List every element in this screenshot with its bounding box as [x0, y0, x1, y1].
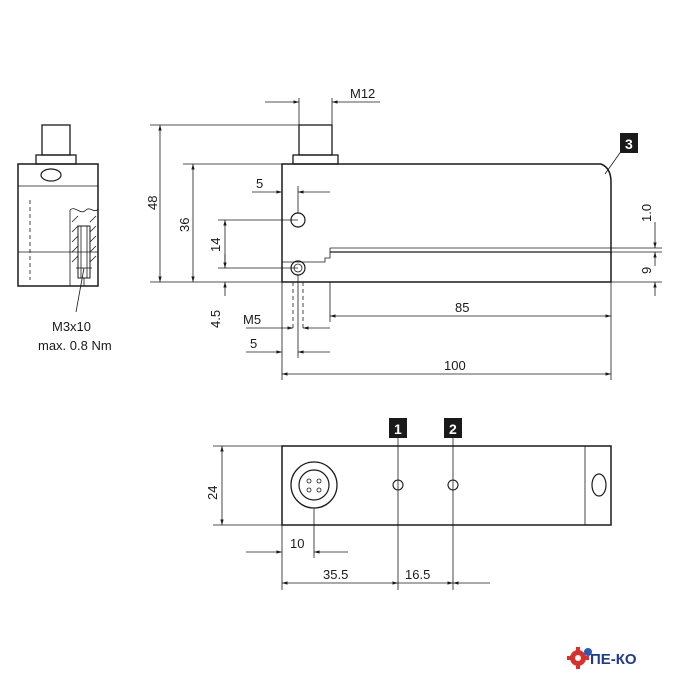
callout-badge-2 [444, 418, 462, 438]
dim-connector-10: 10 [290, 536, 304, 551]
dim-led1-35-5: 35.5 [323, 567, 348, 582]
gear-icon [567, 647, 592, 669]
dim-width-24: 24 [205, 486, 220, 500]
dim-thread-offset-5: 5 [250, 336, 257, 351]
dim-hole-offset-5: 5 [256, 176, 263, 191]
torque-spec-label: max. 0.8 Nm [38, 338, 112, 353]
dim-led-spacing-16-5: 16.5 [405, 567, 430, 582]
top-view: 24 10 35.5 16.5 1 2 [205, 418, 612, 590]
svg-text:3: 3 [625, 136, 633, 152]
end-view: M3x10 max. 0.8 Nm [17, 124, 112, 353]
dim-gap-1-0: 1.0 [639, 204, 654, 222]
dim-thread-m12: M12 [350, 86, 375, 101]
section-hatching [71, 215, 97, 263]
svg-text:1: 1 [394, 421, 402, 437]
dim-thread-m5: M5 [243, 312, 261, 327]
side-view: M12 48 36 5 14 4.5 M5 5 [145, 86, 662, 380]
dim-hole-spacing-14: 14 [208, 238, 223, 252]
dim-height-48: 48 [145, 196, 160, 210]
dim-length-100: 100 [444, 358, 466, 373]
screw-spec-label: M3x10 [52, 319, 91, 334]
svg-text:2: 2 [449, 421, 457, 437]
dim-lower-height-9: 9 [639, 267, 654, 274]
dim-length-85: 85 [455, 300, 469, 315]
callout-badge-3 [620, 133, 638, 153]
dim-height-36: 36 [177, 218, 192, 232]
brand-logo: ПЕ-КО [567, 647, 637, 669]
dim-offset-4-5: 4.5 [208, 310, 223, 328]
logo-text: ПЕ-КО [590, 651, 637, 668]
callout-badge-1 [389, 418, 407, 438]
